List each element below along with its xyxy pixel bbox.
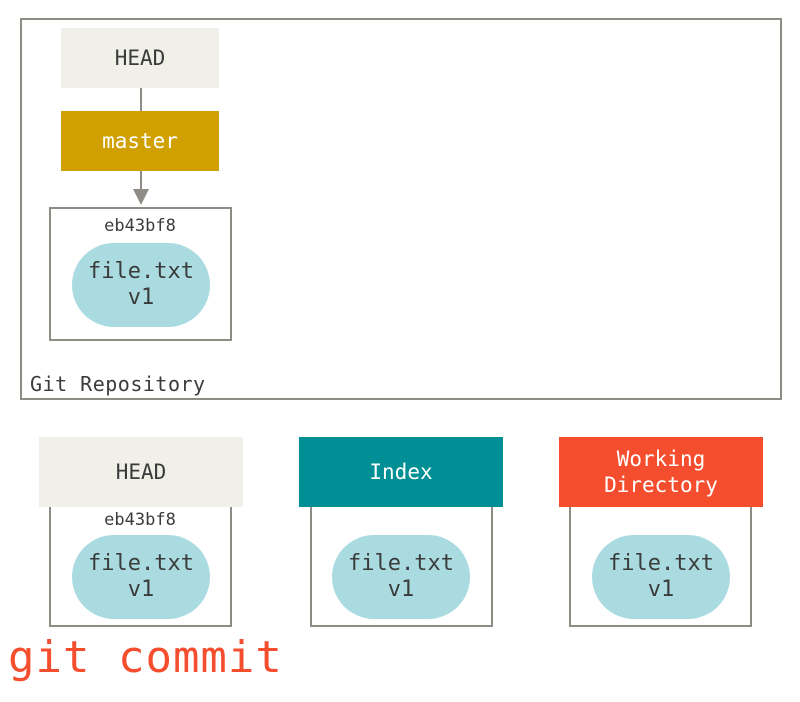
- blob-filename: file.txt: [348, 551, 454, 576]
- blob-version: v1: [647, 577, 675, 602]
- commit-hash: eb43bf8: [104, 216, 176, 236]
- head-tree-hash: eb43bf8: [104, 510, 176, 530]
- git-repository-label: Git Repository: [30, 372, 206, 396]
- blob-version: v1: [127, 285, 155, 310]
- head-tree-header: HEAD: [39, 437, 243, 507]
- working-directory-tree-header: Working Directory: [559, 437, 763, 507]
- working-directory-tree-blob: file.txt v1: [592, 535, 730, 619]
- repo-head-pointer: HEAD: [61, 28, 219, 88]
- command-caption: git commit: [8, 632, 283, 683]
- head-tree-blob: file.txt v1: [72, 535, 210, 619]
- index-tree-header: Index: [299, 437, 503, 507]
- head-to-master-connector: [140, 88, 142, 111]
- arrow-down-icon: [133, 189, 149, 205]
- index-tree-blob: file.txt v1: [332, 535, 470, 619]
- blob-filename: file.txt: [608, 551, 714, 576]
- master-to-commit-connector: [140, 171, 142, 191]
- blob-filename: file.txt: [88, 551, 194, 576]
- blob-version: v1: [387, 577, 415, 602]
- master-branch-label: master: [61, 111, 219, 171]
- commit-blob: file.txt v1: [72, 243, 210, 327]
- blob-filename: file.txt: [88, 259, 194, 284]
- blob-version: v1: [127, 577, 155, 602]
